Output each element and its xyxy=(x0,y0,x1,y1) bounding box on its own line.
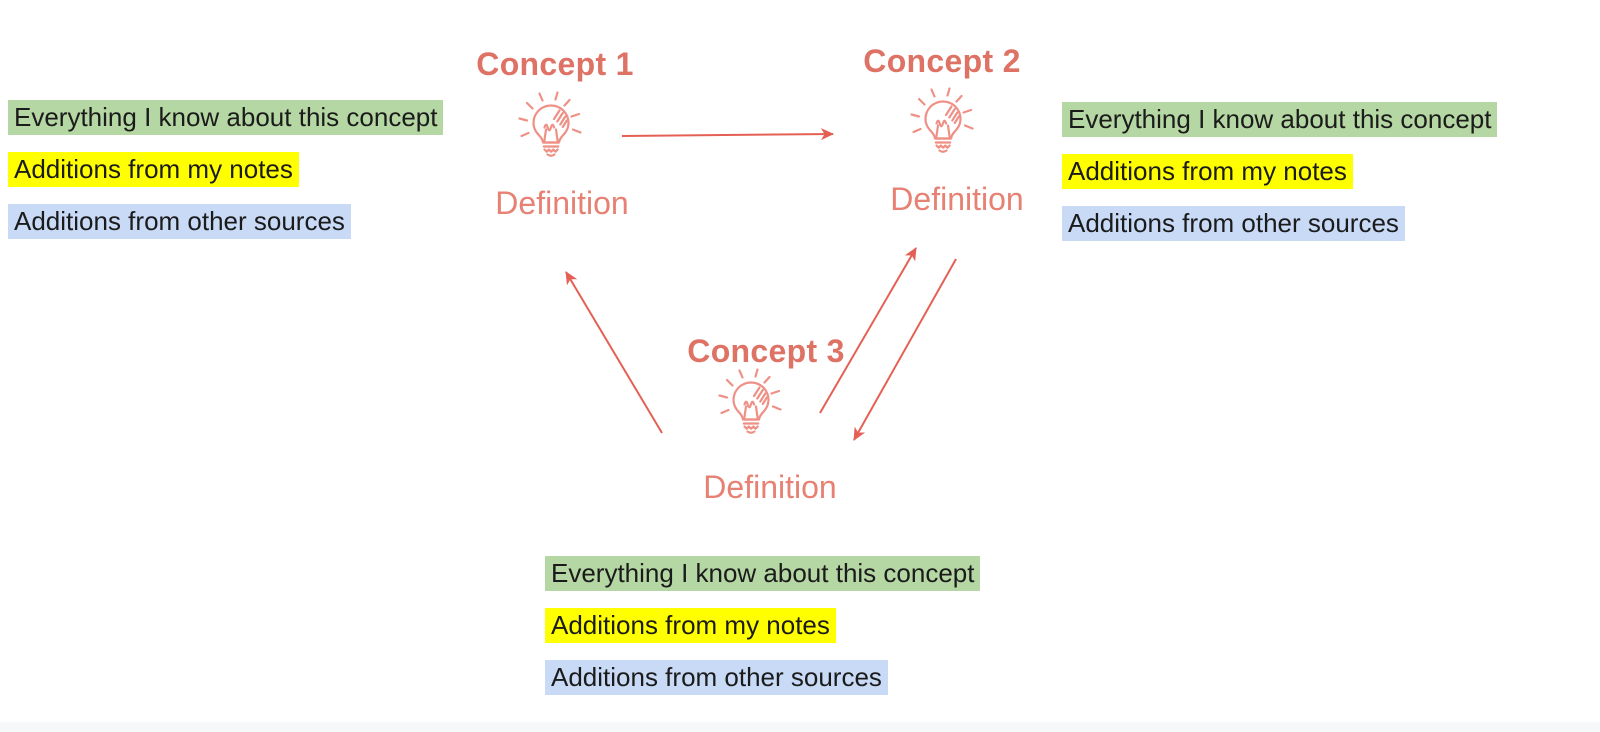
arrow-concept-3-to-concept-2 xyxy=(819,247,917,414)
notes-block-bottom: Everything I know about this concept Add… xyxy=(545,556,981,695)
note-line-blue: Additions from other sources xyxy=(1062,206,1405,241)
concept-3-title: Concept 3 xyxy=(687,333,845,369)
concept-1-definition: Definition xyxy=(495,185,629,221)
note-line-green: Everything I know about this concept xyxy=(545,556,981,591)
lightbulb-icon xyxy=(516,89,586,173)
lightbulb-icon xyxy=(908,85,978,169)
note-row: Additions from other sources xyxy=(1062,206,1497,241)
note-row: Additions from other sources xyxy=(545,660,980,695)
concept-2-title: Concept 2 xyxy=(863,43,1021,79)
note-line-yellow: Additions from my notes xyxy=(8,152,299,187)
arrow-concept-3-to-concept-1 xyxy=(565,271,663,434)
note-row: Everything I know about this concept xyxy=(8,100,444,135)
note-row: Everything I know about this concept xyxy=(545,556,981,591)
notes-block-left: Everything I know about this concept Add… xyxy=(8,100,444,239)
note-row: Additions from my notes xyxy=(1062,154,1497,189)
note-row: Additions from my notes xyxy=(545,608,980,643)
note-line-blue: Additions from other sources xyxy=(545,660,888,695)
note-row: Additions from other sources xyxy=(8,204,443,239)
note-row: Everything I know about this concept xyxy=(1062,102,1498,137)
note-row: Additions from my notes xyxy=(8,152,443,187)
lightbulb-icon xyxy=(716,366,786,450)
arrow-concept-1-to-concept-2 xyxy=(621,128,834,141)
note-line-blue: Additions from other sources xyxy=(8,204,351,239)
concept-2-definition: Definition xyxy=(890,181,1024,217)
note-line-green: Everything I know about this concept xyxy=(1062,102,1498,137)
note-line-green: Everything I know about this concept xyxy=(8,100,444,135)
note-line-yellow: Additions from my notes xyxy=(545,608,836,643)
note-line-yellow: Additions from my notes xyxy=(1062,154,1353,189)
notes-block-right: Everything I know about this concept Add… xyxy=(1062,102,1498,241)
concept-3-definition: Definition xyxy=(703,469,837,505)
concept-1-title: Concept 1 xyxy=(476,46,634,82)
page-bottom-strip xyxy=(0,722,1600,732)
